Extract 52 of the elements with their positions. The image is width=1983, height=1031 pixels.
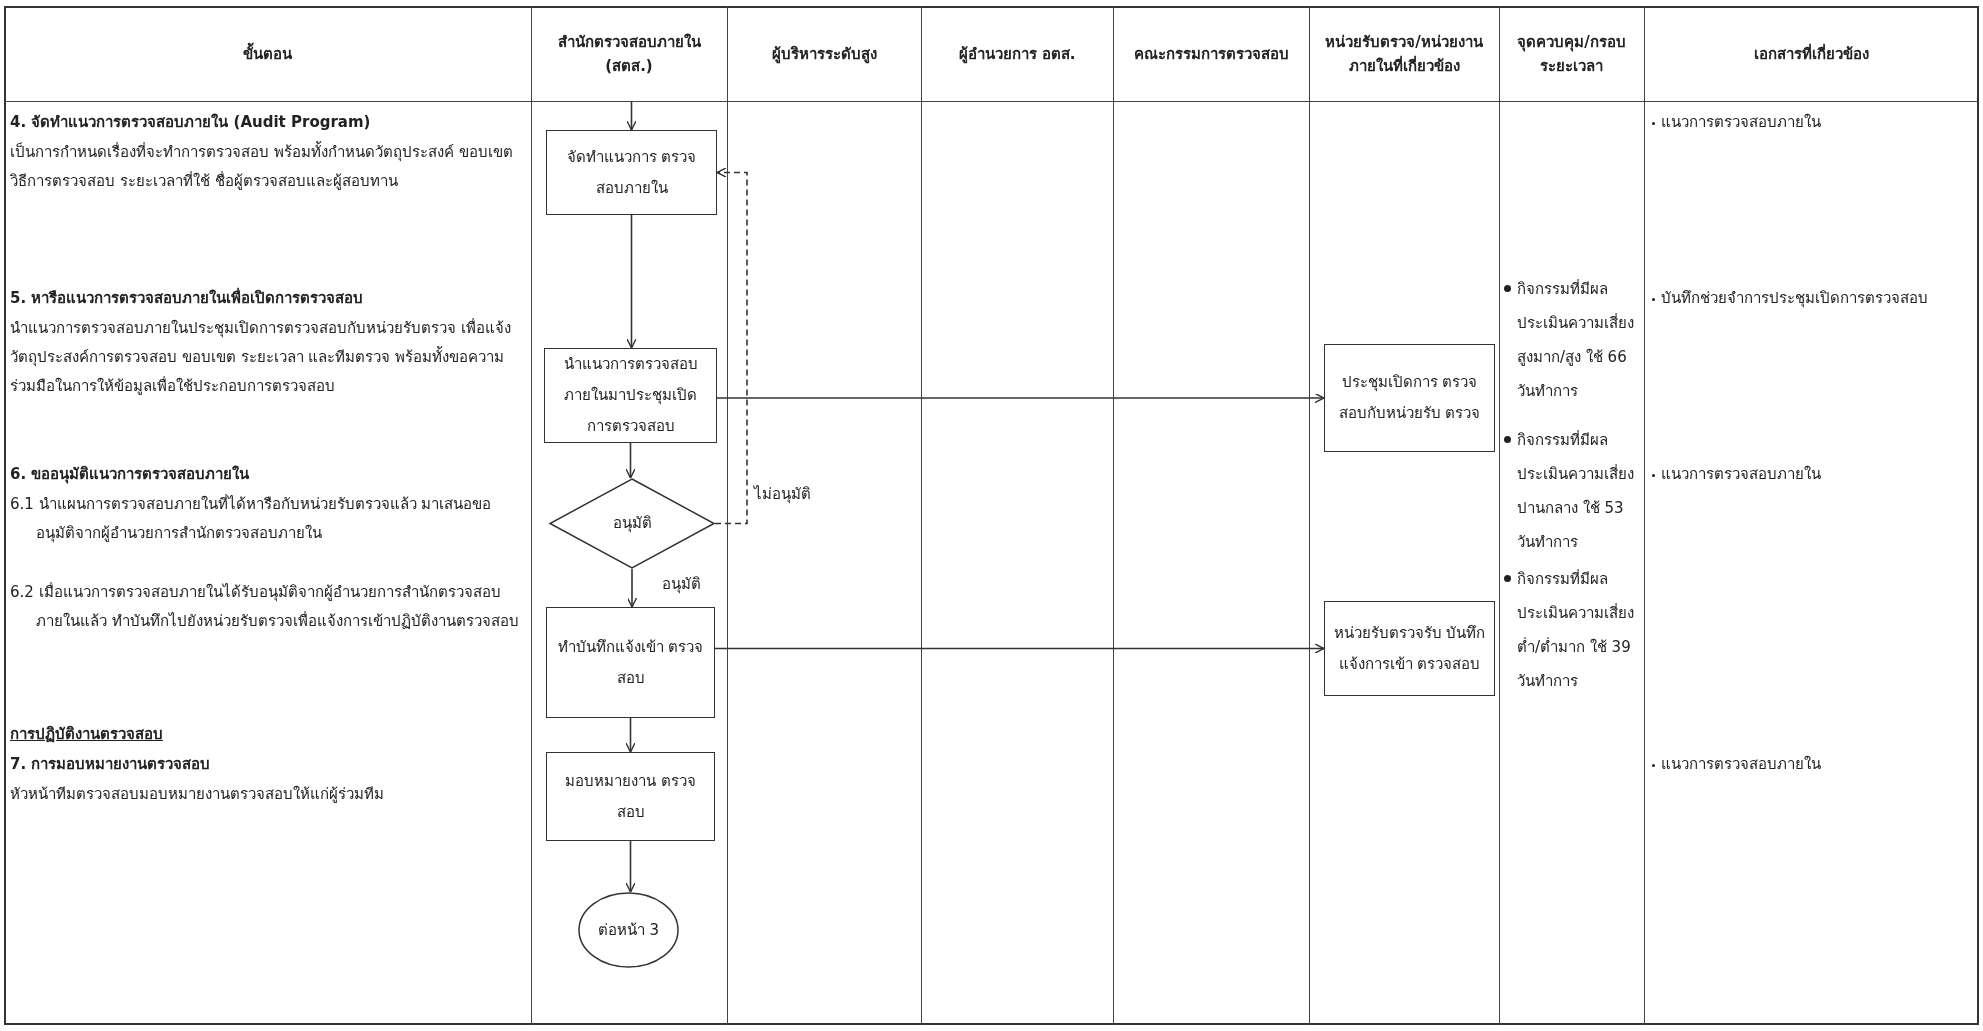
arrow <box>714 167 748 525</box>
node-label: จัดทำแนวการ ตรวจสอบภายใน <box>565 146 698 199</box>
node-label: มอบหมายงาน ตรวจสอบ <box>564 770 697 823</box>
column-header: คณะกรรมการตรวจสอบ <box>1133 43 1289 65</box>
column-header: ผู้บริหารระดับสูง <box>771 43 877 66</box>
arrow <box>625 840 636 893</box>
edge-label: ไม่อนุมัติ <box>752 484 813 504</box>
column-header: ขั้นตอน <box>243 41 292 65</box>
process-box <box>546 607 715 718</box>
step-description: หัวหน้าทีมตรวจสอบมอบหมายงานตรวจสอบให้แก่ผู้ร่วมทีม <box>10 784 385 805</box>
column-header: เอกสารที่เกี่ยวข้อง <box>1754 42 1869 65</box>
column-header: สำนักตรวจสอบภายใน (สตส.) <box>556 31 702 77</box>
node-label: หน่วยรับตรวจรับ บันทึกแจ้งการเข้า ตรวจสอบ <box>1333 622 1486 675</box>
arrow <box>625 442 636 479</box>
arrow <box>714 643 1325 654</box>
connector-ellipse <box>578 892 679 968</box>
node-label: นำแนวการตรวจสอบ ภายในมาประชุมเปิด การตรวจสอบ <box>562 354 699 437</box>
arrow <box>716 392 1325 404</box>
time-limit-text: กิจกรรมที่มีผลประเมินความเสี่ยงสูงมาก/สูง ใช้ 66 วันทำการ <box>1517 278 1635 402</box>
process-box <box>546 752 715 841</box>
step-description: เป็นการกำหนดเรื่องที่จะทำการตรวจสอบ พร้อมทั้งกำหนดวัตถุประสงค์ ขอบเขต วิธีการตรวจสอบ ระยะเวลาที่ใช้ ชื่อผู้ตรวจสอบและผู้สอบทาน <box>10 140 514 192</box>
step-description: นำแนวการตรวจสอบภายในประชุมเปิดการตรวจสอบกับหน่วยรับตรวจ เพื่อแจ้งวัตถุประสงค์การตรวจสอบ ขอบเขต ระยะเวลา และทีมตรวจ พร้อมทั้งขอความร่วมมือในการให้ข้อมูลเพื่อใช้ประกอบการตรวจสอบ <box>10 317 512 397</box>
time-limit-text: กิจกรรมที่มีผลประเมินความเสี่ยงปานกลาง ใช้ 53 วันทำการ <box>1517 429 1635 553</box>
step-heading: 4. จัดทำแนวการตรวจสอบภายใน (Audit Program) <box>10 112 372 133</box>
decision-diamond <box>549 478 715 569</box>
node-label: อนุมัติ <box>612 513 652 535</box>
step-heading: 6. ขออนุมัติแนวการตรวจสอบภายใน <box>10 464 251 486</box>
node-label: ทำบันทึกแจ้งเข้า ตรวจสอบ <box>556 636 705 689</box>
arrow <box>626 568 638 608</box>
arrow <box>625 717 636 753</box>
process-box <box>544 348 717 443</box>
document-name: แนวการตรวจสอบภายใน <box>1661 464 1821 485</box>
step-heading: การปฏิบัติงานตรวจสอบ <box>10 724 164 745</box>
process-box <box>546 130 717 215</box>
node-label: ประชุมเปิดการ ตรวจสอบกับหน่วยรับ ตรวจ <box>1337 372 1482 424</box>
time-limit-text: กิจกรรมที่มีผลประเมินความเสี่ยงต่ำ/ต่ำมาก ใช้ 39 วันทำการ <box>1517 568 1635 692</box>
process-box <box>1324 344 1495 452</box>
step-description: 6.2 เมื่อแนวการตรวจสอบภายในได้รับอนุมัติจากผู้อำนวยการสำนักตรวจสอบภายในแล้ว ทำบันทึกไปยังหน่วยรับตรวจเพื่อแจ้งการเข้าปฏิบัติงานตรวจสอบ <box>10 581 520 632</box>
document-name: แนวการตรวจสอบภายใน <box>1661 112 1821 133</box>
document-name: แนวการตรวจสอบภายใน <box>1661 754 1821 775</box>
column-header: หน่วยรับตรวจ/หน่วยงานภายในที่เกี่ยวข้อง <box>1324 31 1484 77</box>
column-header: ผู้อำนวยการ อตส. <box>958 43 1076 66</box>
column-header: จุดควบคุม/กรอบระยะเวลา <box>1516 31 1627 77</box>
edge-label: อนุมัติ <box>660 574 703 594</box>
arrow <box>626 100 637 131</box>
step-heading: 7. การมอบหมายงานตรวจสอบ <box>10 754 212 775</box>
step-heading: 5. หารือแนวการตรวจสอบภายในเพื่อเปิดการตรวจสอบ <box>10 286 365 309</box>
process-box <box>1324 601 1495 696</box>
document-name: บันทึกช่วยจำการประชุมเปิดการตรวจสอบ <box>1661 288 1928 310</box>
node-label: ต่อหน้า 3 <box>597 920 660 941</box>
arrow <box>626 214 637 349</box>
step-description: 6.1 นำแผนการตรวจสอบภายในที่ได้หารือกับหน่วยรับตรวจแล้ว มาเสนอขออนุมัติจากผู้อำนวยการสำนักตรวจสอบภายใน <box>10 493 493 545</box>
